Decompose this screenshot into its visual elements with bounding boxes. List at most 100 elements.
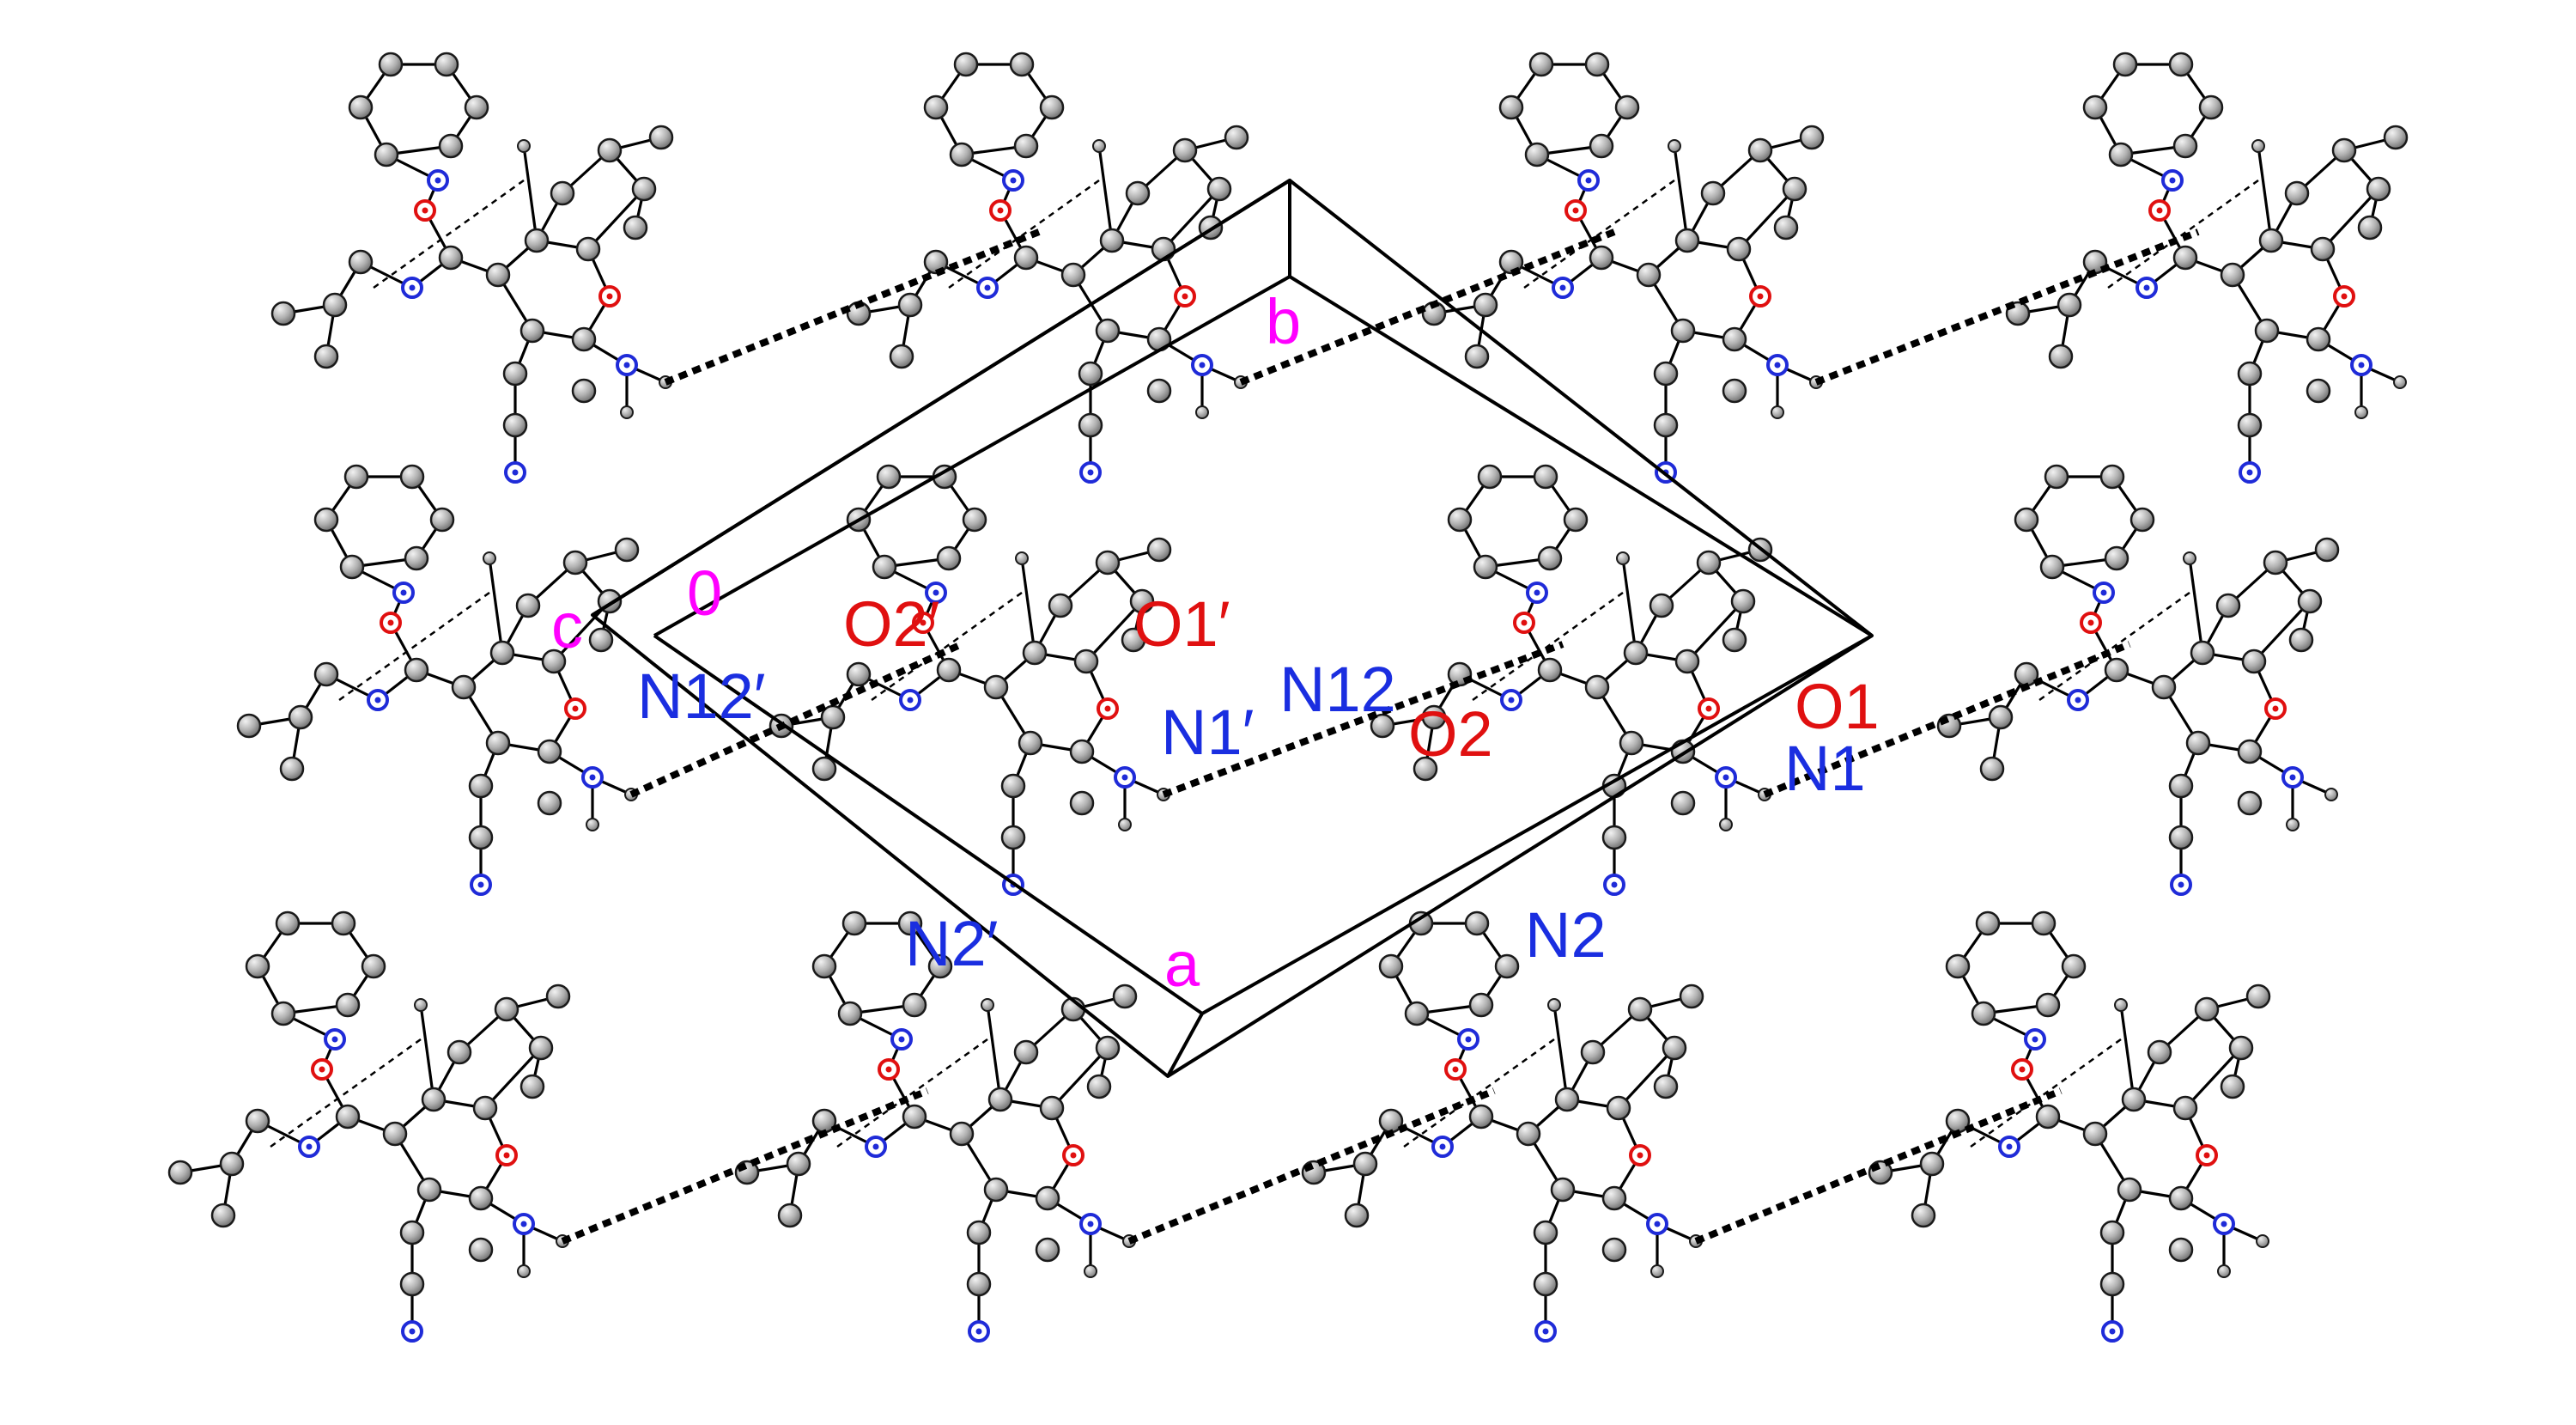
packing-scene <box>167 52 2409 1343</box>
atom-dot <box>2075 697 2081 703</box>
carbon-atom <box>2039 554 2065 580</box>
carbon-atom <box>927 953 953 979</box>
carbon-atom <box>2099 464 2125 490</box>
contact-line <box>2038 591 2190 702</box>
carbon-atom <box>2190 640 2215 666</box>
carbon-atom <box>288 704 313 730</box>
carbon-atom <box>485 730 511 756</box>
molecule <box>734 910 1138 1343</box>
carbon-atom <box>1563 507 1589 533</box>
atom-dot <box>331 1036 338 1043</box>
atom-dot <box>1521 619 1528 626</box>
carbon-atom <box>1589 245 1614 271</box>
atom-dot <box>872 1143 879 1150</box>
carbon-atom <box>571 378 597 404</box>
contact-line <box>1970 1038 2122 1148</box>
hydrogen-atom <box>2286 818 2300 831</box>
carbon-atom <box>2082 94 2108 120</box>
carbon-atom <box>1498 94 1524 120</box>
carbon-atom <box>2031 910 2057 936</box>
carbon-atom <box>348 94 374 120</box>
carbon-atom <box>468 1237 494 1263</box>
carbon-atom <box>1747 137 1773 163</box>
carbon-atom <box>1524 142 1550 167</box>
atom-dot <box>1654 1221 1661 1227</box>
atom-dot <box>2032 1036 2038 1043</box>
carbon-atom <box>1477 464 1503 490</box>
carbon-atom <box>811 756 837 782</box>
carbon-atom <box>1516 1121 1541 1147</box>
carbon-atom <box>575 236 601 262</box>
carbon-atom <box>588 627 614 653</box>
carbon-atom <box>1911 1203 1936 1228</box>
carbon-atom <box>2237 739 2263 764</box>
carbon-atom <box>1554 1087 1580 1112</box>
carbon-atom <box>1533 1220 1558 1245</box>
hydrogen-atom <box>2393 375 2407 389</box>
hydrogen-atom <box>517 139 531 153</box>
carbon-atom <box>1013 1039 1039 1065</box>
carbon-atom <box>1095 318 1121 344</box>
carbon-atom <box>1649 593 1674 618</box>
atom-label-n2: N2 <box>1525 899 1607 971</box>
bond <box>586 187 646 251</box>
hydrogen-bond <box>1814 228 2200 386</box>
carbon-atom <box>2237 361 2263 387</box>
carbon-atom <box>2228 1035 2254 1061</box>
carbon-atom <box>1627 996 1653 1022</box>
bond <box>1084 600 1144 663</box>
carbon-atom <box>1662 1035 1687 1061</box>
carbon-atom <box>404 545 429 571</box>
hydrogen-atom <box>1616 551 1630 565</box>
carbon-atom <box>382 1121 408 1147</box>
carbon-atom <box>837 1001 863 1026</box>
carbon-atom <box>949 142 975 167</box>
carbon-atom <box>1078 412 1103 438</box>
molecule <box>1421 52 1825 484</box>
carbon-atom <box>1614 94 1640 120</box>
carbon-atom <box>1464 910 1490 936</box>
unit-cell <box>591 179 1874 1078</box>
carbon-atom <box>1670 318 1696 344</box>
atom-dot <box>1508 697 1515 703</box>
carbon-atom <box>343 464 369 490</box>
carbon-atom <box>519 318 545 344</box>
bond <box>2184 1046 2243 1110</box>
carbon-atom <box>1468 992 1494 1018</box>
hydrogen-atom <box>586 818 599 831</box>
carbon-atom <box>270 1001 296 1026</box>
carbon-atom <box>2121 1087 2147 1112</box>
atom-dot <box>520 1221 527 1227</box>
hydrogen-bond <box>1162 641 1564 798</box>
contact-line <box>871 591 1023 702</box>
carbon-atom <box>1584 674 1610 700</box>
carbon-atom <box>2168 1185 2194 1211</box>
carbon-atom <box>1782 176 1807 202</box>
carbon-atom <box>2297 588 2323 614</box>
carbon-atom <box>1601 1185 1627 1211</box>
carbon-atom <box>1073 649 1099 674</box>
atom-dot <box>1121 774 1128 781</box>
carbon-atom <box>313 661 339 687</box>
carbon-atom <box>438 245 464 271</box>
bond <box>2257 145 2273 241</box>
molecule <box>1370 464 1773 896</box>
hydrogen-atom <box>1719 818 1733 831</box>
hydrogen-atom <box>1771 405 1784 419</box>
carbon-atom <box>1653 361 1679 387</box>
atom-dot <box>1452 1066 1459 1073</box>
atom-label-n1: N1 <box>1784 733 1866 804</box>
carbon-atom <box>2310 236 2336 262</box>
atom-dot <box>1439 1143 1446 1150</box>
carbon-atom <box>1172 137 1198 163</box>
atom-dot <box>1637 1152 1643 1159</box>
hydrogen-atom <box>1195 405 1209 419</box>
carbon-atom <box>313 344 339 369</box>
atom-label-o2: O2 <box>1408 698 1493 770</box>
carbon-atom <box>2044 464 2069 490</box>
bond <box>1737 187 1796 251</box>
carbon-atom <box>1584 52 1610 77</box>
carbon-atom <box>279 756 305 782</box>
carbon-atom <box>983 1177 1009 1203</box>
carbon-atom <box>1700 180 1726 206</box>
